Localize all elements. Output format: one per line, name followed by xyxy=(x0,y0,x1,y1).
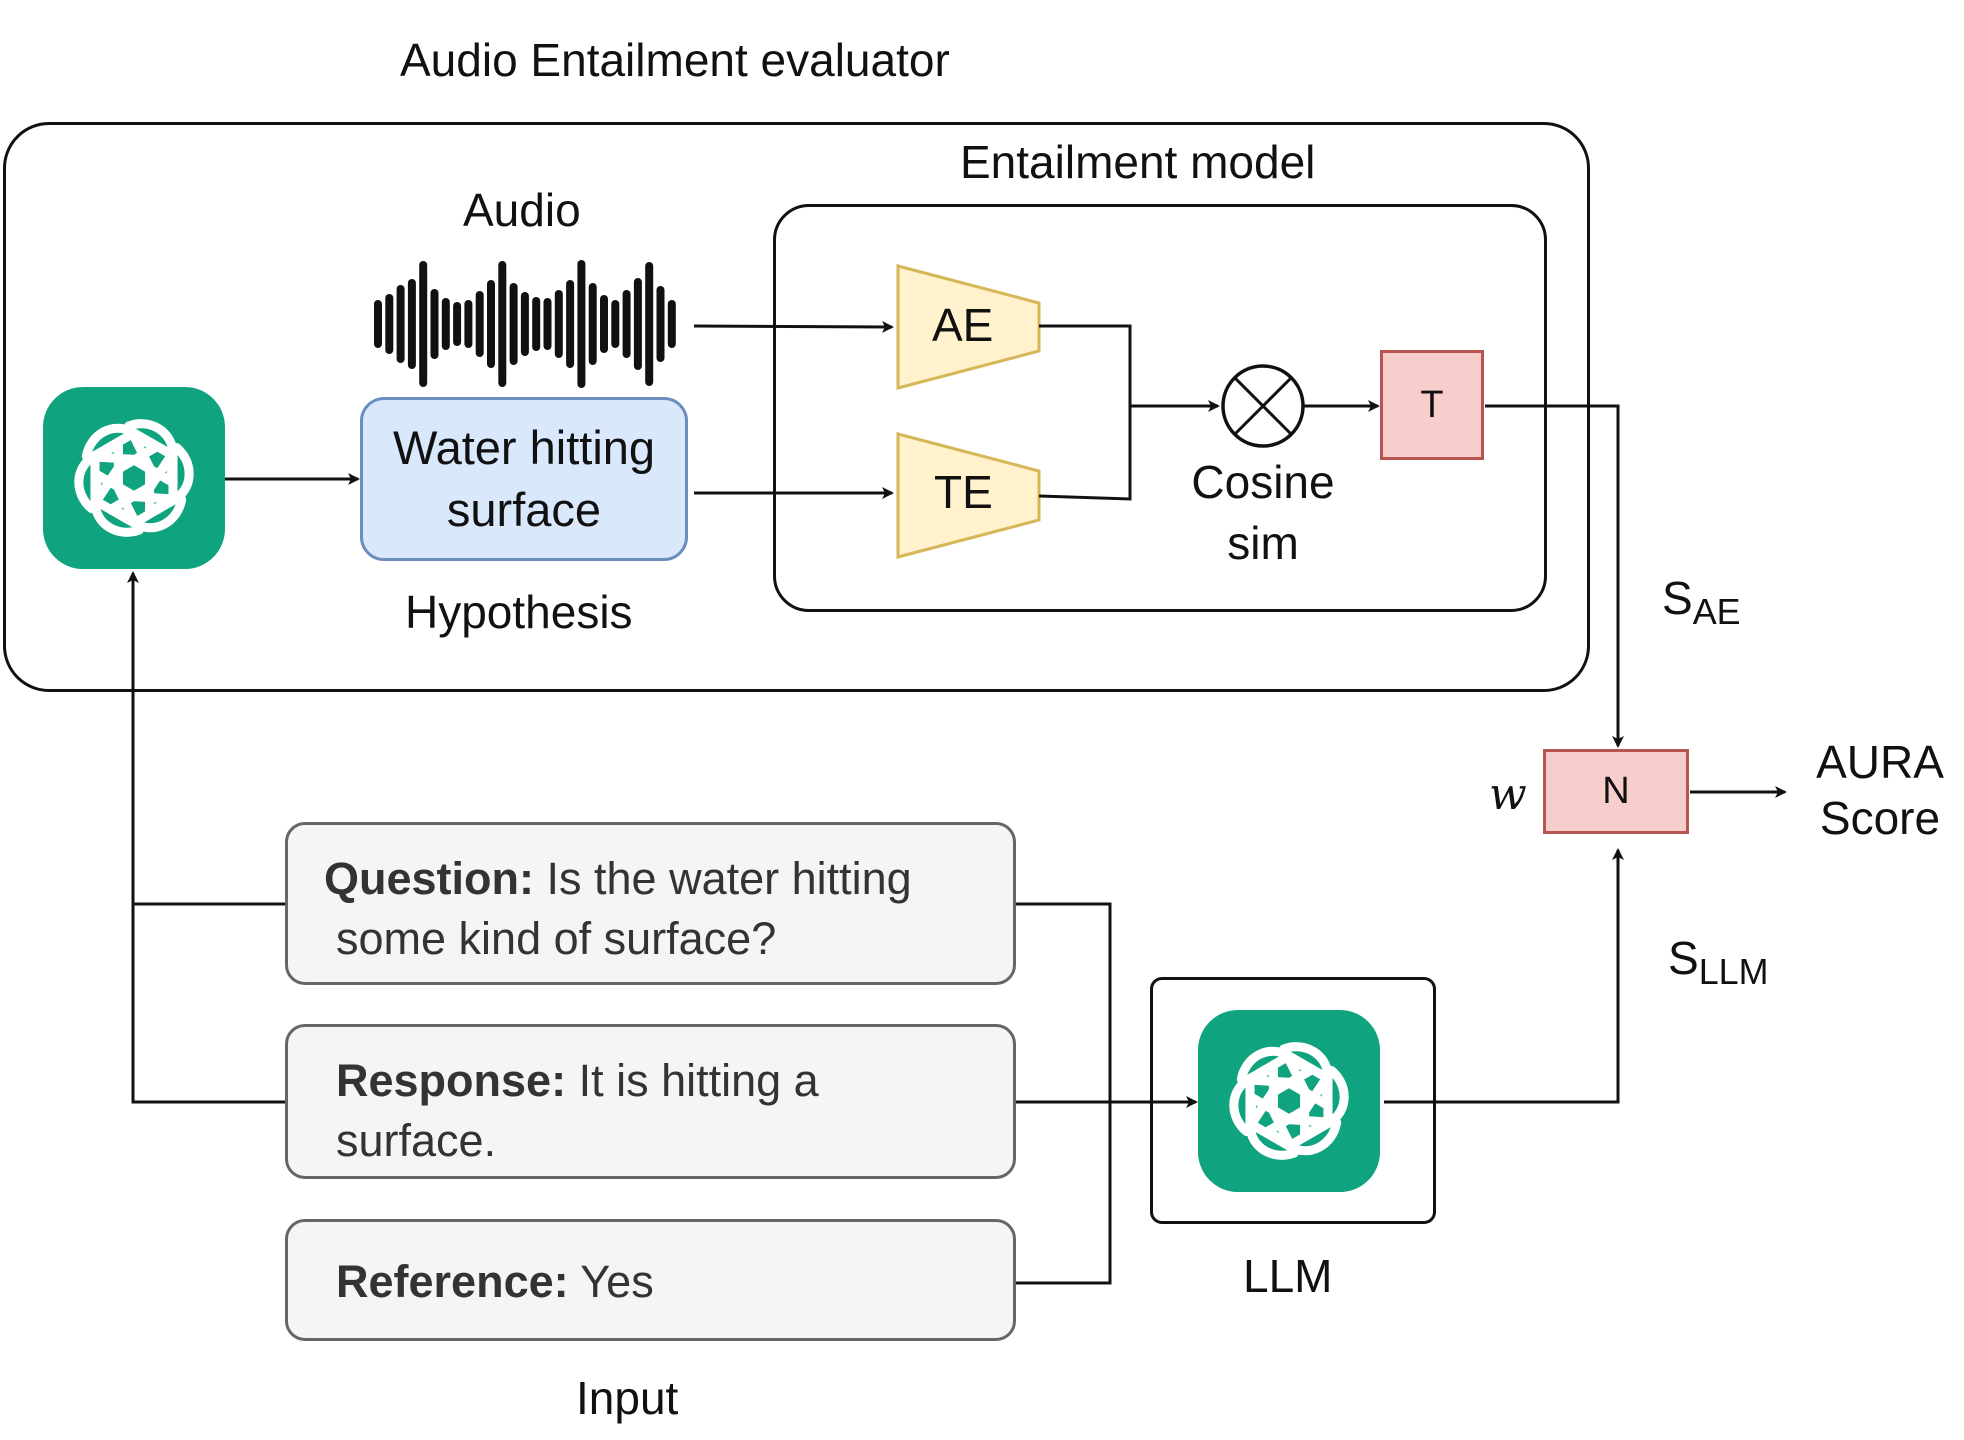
response-value-line2: surface. xyxy=(336,1114,497,1166)
text-encoder-label: TE xyxy=(934,466,993,518)
input-label: Input xyxy=(576,1372,679,1424)
cosine-line1: Cosine xyxy=(1191,456,1335,508)
s-llm-main: S xyxy=(1668,932,1699,984)
s-llm-sub: LLM xyxy=(1698,952,1769,993)
response-input-box: Response: It is hitting a surface. xyxy=(285,1024,1016,1179)
normalizer-label: N xyxy=(1602,770,1630,812)
question-key: Question: xyxy=(324,853,534,904)
threshold-box: T xyxy=(1380,350,1484,460)
s-llm-label: SLLM xyxy=(1668,932,1768,993)
waveform-icon xyxy=(374,260,676,388)
aura-score-label: AURA Score xyxy=(1800,734,1960,846)
response-value-line1: It is hitting a xyxy=(566,1055,819,1106)
reference-input-box: Reference: Yes xyxy=(285,1219,1016,1341)
aura-line1: AURA xyxy=(1816,736,1944,788)
cosine-line2: sim xyxy=(1227,517,1299,570)
hypothesis-text-line2: surface xyxy=(446,483,602,536)
cosine-multiply-icon xyxy=(1221,364,1305,448)
llm-label: LLM xyxy=(1243,1250,1333,1302)
aura-line2: Score xyxy=(1819,792,1941,845)
openai-logo-icon xyxy=(1198,1010,1380,1192)
weight-label: w xyxy=(1489,769,1527,820)
reference-key: Reference: xyxy=(336,1256,569,1307)
response-key: Response: xyxy=(336,1055,567,1106)
threshold-label: T xyxy=(1420,383,1444,426)
hypothesis-text-line1: Water hitting xyxy=(392,420,656,474)
audio-encoder-label: AE xyxy=(932,299,994,351)
audio-label: Audio xyxy=(463,184,581,236)
s-ae-label: SAE xyxy=(1662,572,1741,633)
cosine-sim-label: Cosine sim xyxy=(1173,452,1353,574)
question-value-line1: Is the water hitting xyxy=(534,853,912,904)
hypothesis-box: Water hitting surface xyxy=(360,397,688,561)
question-input-box: Question: Is the water hitting some kind… xyxy=(285,822,1016,985)
question-value-line2: some kind of surface? xyxy=(336,912,777,964)
entailment-model-title: Entailment model xyxy=(960,136,1316,188)
text-encoder-shape xyxy=(896,432,1041,559)
hypothesis-label: Hypothesis xyxy=(405,586,633,638)
s-ae-sub: AE xyxy=(1692,592,1741,633)
audio-encoder-shape xyxy=(896,264,1041,390)
reference-value: Yes xyxy=(568,1256,654,1307)
s-ae-main: S xyxy=(1662,572,1693,624)
entailment-model-box xyxy=(773,204,1547,612)
evaluator-title: Audio Entailment evaluator xyxy=(400,34,950,86)
normalizer-box: N xyxy=(1543,749,1689,834)
openai-logo-icon xyxy=(43,387,225,569)
